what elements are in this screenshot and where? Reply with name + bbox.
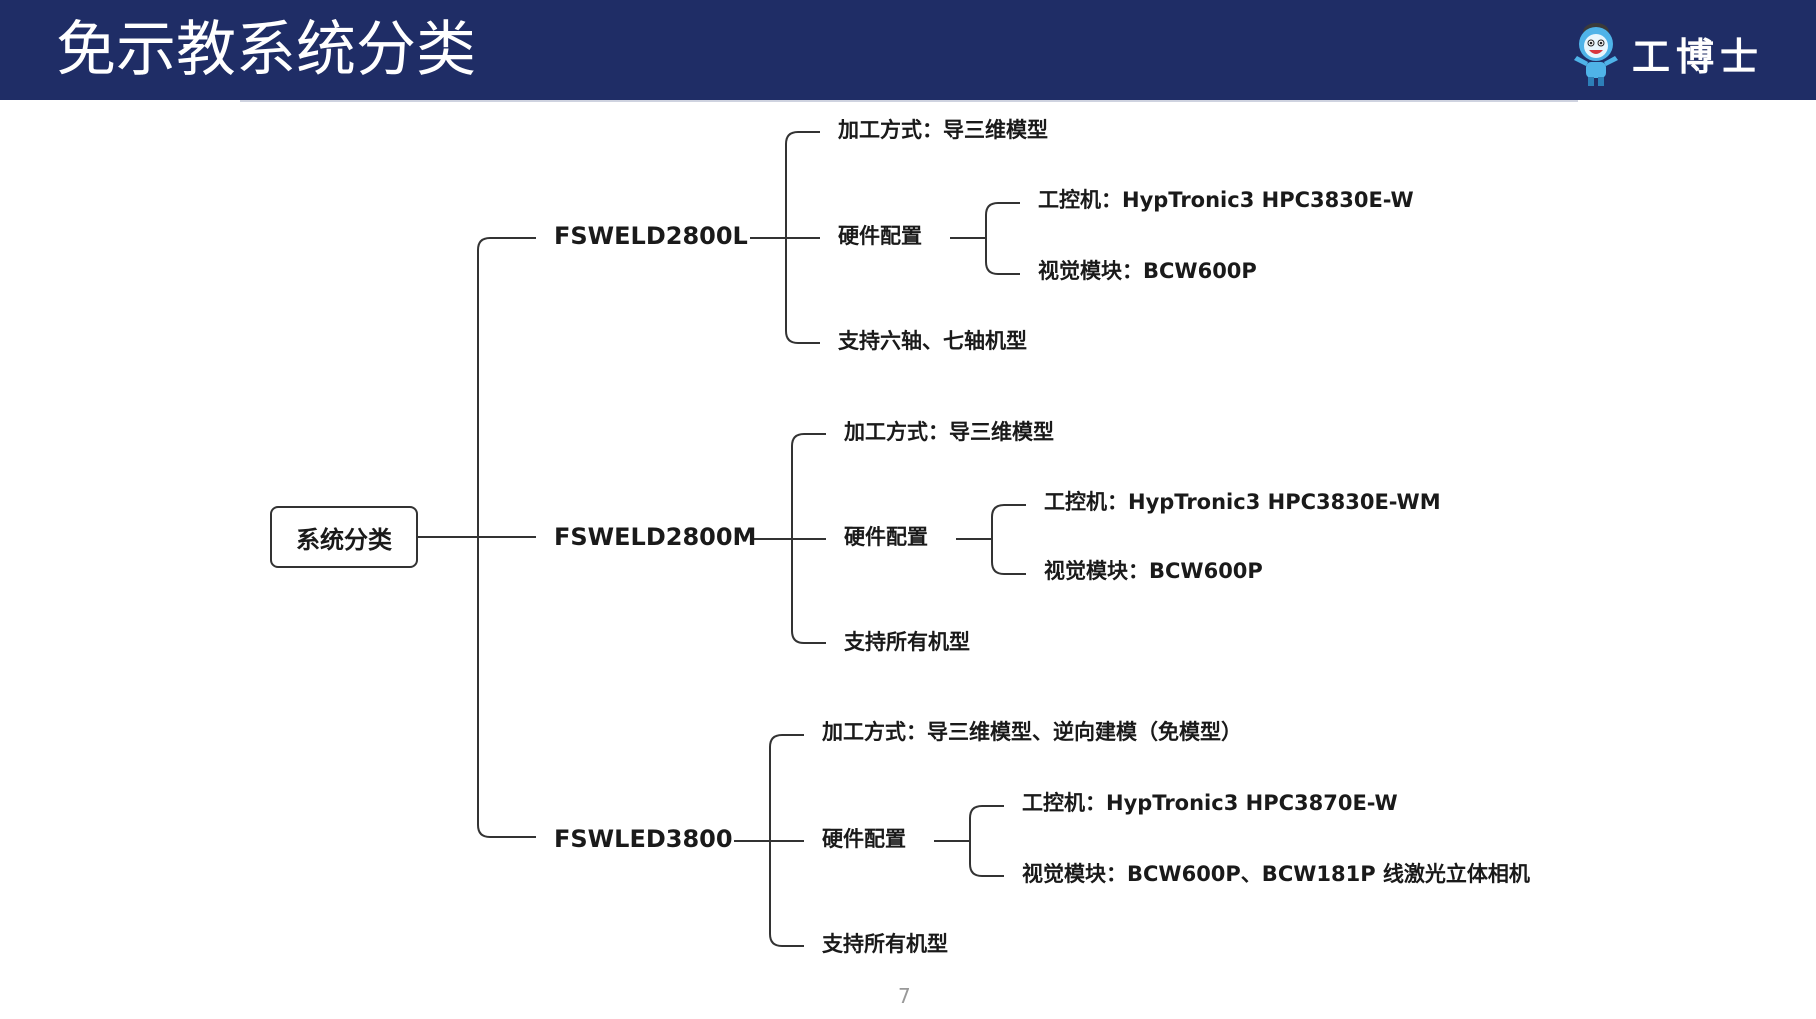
header-divider — [240, 100, 1578, 102]
support-node: 支持六轴、七轴机型 — [838, 329, 1027, 353]
model-node: FSWELD2800L — [554, 222, 748, 250]
robot-mascot-icon — [1574, 23, 1618, 86]
hardware-node: 硬件配置 — [844, 525, 928, 549]
vision-node: 视觉模块：BCW600P — [1044, 559, 1263, 583]
vision-node: 视觉模块：BCW600P — [1038, 259, 1257, 283]
method-node: 加工方式：导三维模型 — [838, 118, 1048, 142]
brand-logo: 工博士 — [1568, 14, 1778, 88]
model-node: FSWLED3800 — [554, 825, 733, 853]
brand-name: 工博士 — [1632, 34, 1765, 79]
connector-b2-hw-fan — [991, 504, 1026, 575]
root-node: 系统分类 — [270, 506, 418, 568]
method-node: 加工方式：导三维模型、逆向建模（免模型） — [822, 720, 1242, 744]
connector-b3-hw-fan — [969, 805, 1004, 877]
method-node: 加工方式：导三维模型 — [844, 420, 1054, 444]
vision-node: 视觉模块：BCW600P、BCW181P 线激光立体相机 — [1022, 862, 1530, 886]
hardware-node: 硬件配置 — [822, 827, 906, 851]
support-node: 支持所有机型 — [844, 630, 970, 654]
ipc-node: 工控机：HypTronic3 HPC3870E-W — [1022, 791, 1398, 815]
model-node: FSWELD2800M — [554, 523, 757, 551]
hardware-node: 硬件配置 — [838, 224, 922, 248]
support-node: 支持所有机型 — [822, 932, 948, 956]
page-title: 免示教系统分类 — [56, 15, 476, 85]
ipc-node: 工控机：HypTronic3 HPC3830E-WM — [1044, 490, 1441, 514]
connector-b1-hw-fan — [985, 202, 1020, 275]
ipc-node: 工控机：HypTronic3 HPC3830E-W — [1038, 188, 1414, 212]
header-bar: 免示教系统分类 工博士 — [0, 0, 1816, 100]
page-number: 7 — [898, 984, 911, 1008]
